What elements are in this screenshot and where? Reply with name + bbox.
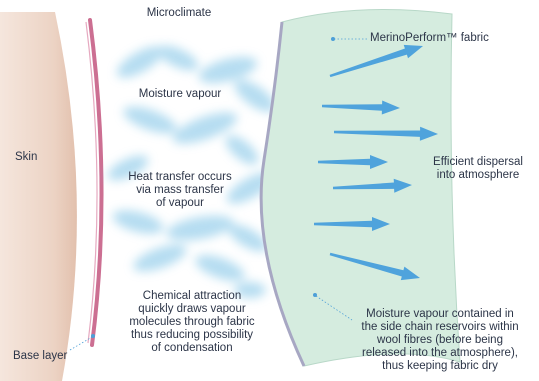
moisture-contained-line-4: released into the atmosphere), [346, 347, 534, 360]
moisture-contained-line-3: wool fibres (before being [346, 334, 534, 347]
chemical-attraction-line-3: molecules through fabric [112, 316, 272, 329]
chemical-attraction-line-5: of condensation [112, 342, 272, 355]
chemical-attraction-line-4: thus reducing possibility [112, 329, 272, 342]
heat-transfer-line-2: via mass transfer [110, 184, 250, 197]
heat-transfer-line-1: Heat transfer occurs [110, 171, 250, 184]
chemical-attraction-line-2: quickly draws vapour [112, 303, 272, 316]
skin-label: Skin [15, 151, 37, 164]
fabric-label: MerinoPerform™ fabric [370, 32, 489, 45]
heat-transfer-label: Heat transfer occurs via mass transfer o… [110, 171, 250, 210]
moisture-vapour-label: Moisture vapour [120, 88, 240, 101]
efficient-dispersal-line-2: into atmosphere [418, 169, 538, 182]
efficient-dispersal-label: Efficient dispersal into atmosphere [418, 156, 538, 182]
efficient-dispersal-line-1: Efficient dispersal [418, 156, 538, 169]
vapour-cloud [104, 40, 280, 298]
microclimate-label: Microclimate [124, 7, 234, 20]
base-layer-label: Base layer [13, 350, 67, 363]
moisture-contained-line-1: Moisture vapour contained in [346, 308, 534, 321]
moisture-contained-label: Moisture vapour contained in the side ch… [346, 308, 534, 373]
skin-region [0, 12, 77, 381]
moisture-contained-line-2: the side chain reservoirs within [346, 321, 534, 334]
chemical-attraction-line-1: Chemical attraction [112, 290, 272, 303]
heat-transfer-line-3: of vapour [110, 197, 250, 210]
moisture-contained-line-5: thus keeping fabric dry [346, 360, 534, 373]
base-layer-band [90, 20, 102, 345]
chemical-attraction-label: Chemical attraction quickly draws vapour… [112, 290, 272, 355]
